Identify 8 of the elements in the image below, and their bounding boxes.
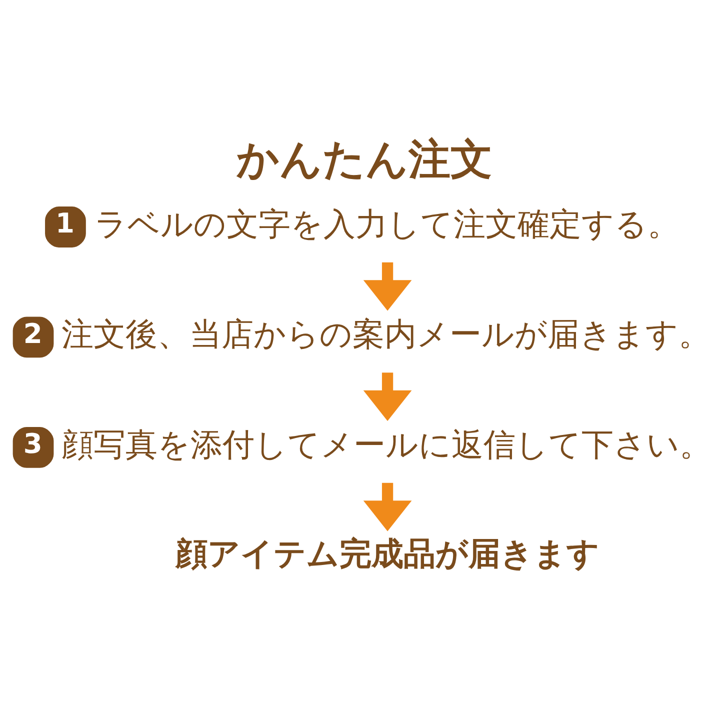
node-text: ラベルの文字を入力して注文確定する。: [94, 204, 680, 242]
arrow: [363, 262, 412, 310]
diagram-title: かんたん注文: [236, 134, 492, 183]
node-text: 顔アイテム完成品が届きます: [176, 534, 600, 572]
arrow: [363, 372, 412, 421]
arrow: [363, 482, 412, 531]
node-text: 顔写真を添付してメールに返信して下さい。: [62, 424, 712, 463]
node-text: 注文後、当店からの案内メールが届きます。: [62, 314, 711, 353]
